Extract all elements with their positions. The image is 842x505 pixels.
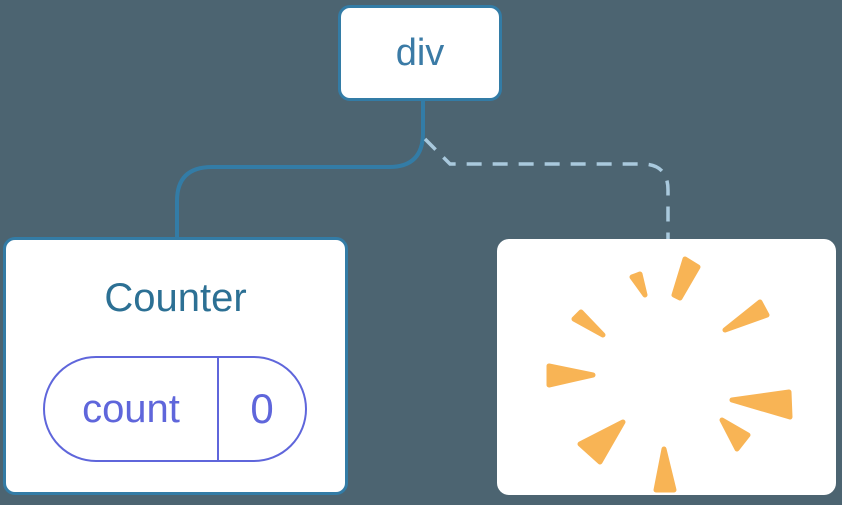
counter-component-card: Counter count 0: [3, 237, 348, 495]
poof-ray: [629, 271, 648, 298]
poof-ray: [653, 446, 677, 493]
solid-connector-line: [175, 101, 425, 238]
poof-ray: [577, 419, 626, 465]
poof-ray: [571, 309, 606, 338]
poof-ray: [671, 256, 701, 301]
tree-root-node: div: [338, 5, 502, 101]
counter-card-title: Counter: [104, 276, 247, 320]
poof-ray: [546, 363, 596, 388]
state-key-label: count: [82, 386, 180, 431]
poof-ray: [719, 417, 751, 452]
dashed-connector-line: [423, 137, 670, 240]
state-pill: count 0: [43, 356, 307, 462]
state-value-label: 0: [217, 358, 305, 460]
poof-icon: [546, 256, 793, 493]
poof-ray: [729, 389, 793, 420]
root-node-label: div: [395, 31, 445, 74]
poof-ray: [722, 299, 770, 333]
removed-component-card: [497, 239, 836, 495]
